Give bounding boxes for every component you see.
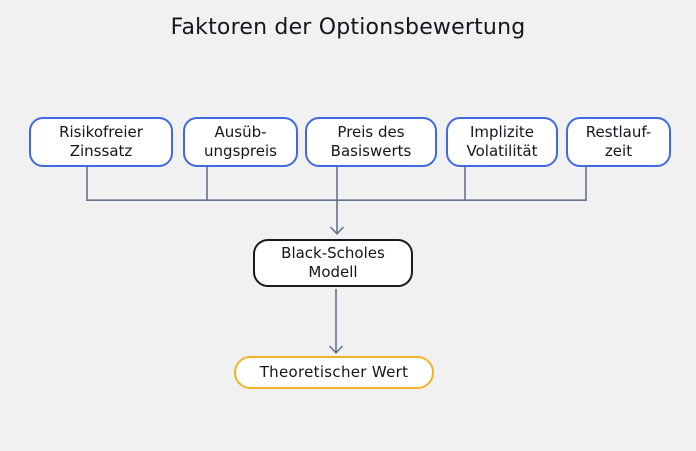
factor-label-line: Preis des — [337, 123, 405, 141]
factor-label-line: Ausüb- — [214, 123, 267, 141]
factor-label-line: zeit — [604, 142, 633, 160]
diagram-title: Faktoren der Optionsbewertung — [170, 15, 526, 40]
factor-label-line: ungspreis — [204, 142, 277, 160]
factor-label-line: Implizite — [469, 123, 535, 141]
factor-label-line: Volatilität — [466, 142, 538, 160]
factor-node-ausuebungspreis: Ausüb- ungspreis — [183, 117, 298, 167]
model-node-black-scholes: Black-Scholes Modell — [253, 239, 413, 287]
arrowhead-into-result — [328, 345, 344, 354]
factor-label-line: Restlauf- — [585, 123, 652, 141]
factor-label-line: Zinssatz — [69, 142, 133, 160]
factor-node-implizite-volatilitaet: Implizite Volatilität — [446, 117, 558, 167]
factor-label-line: Basiswerts — [330, 142, 412, 160]
model-label-line: Modell — [308, 263, 358, 281]
result-label: Theoretischer Wert — [259, 363, 409, 381]
arrowhead-into-model — [329, 226, 345, 235]
factor-node-risikofreier-zinssatz: Risikofreier Zinssatz — [29, 117, 173, 167]
result-node-theoretischer-wert: Theoretischer Wert — [234, 356, 434, 389]
factor-node-preis-des-basiswerts: Preis des Basiswerts — [305, 117, 437, 167]
factor-label-line: Risikofreier — [59, 123, 143, 141]
factor-node-restlaufzeit: Restlauf- zeit — [566, 117, 671, 167]
model-label-line: Black-Scholes — [281, 244, 385, 262]
